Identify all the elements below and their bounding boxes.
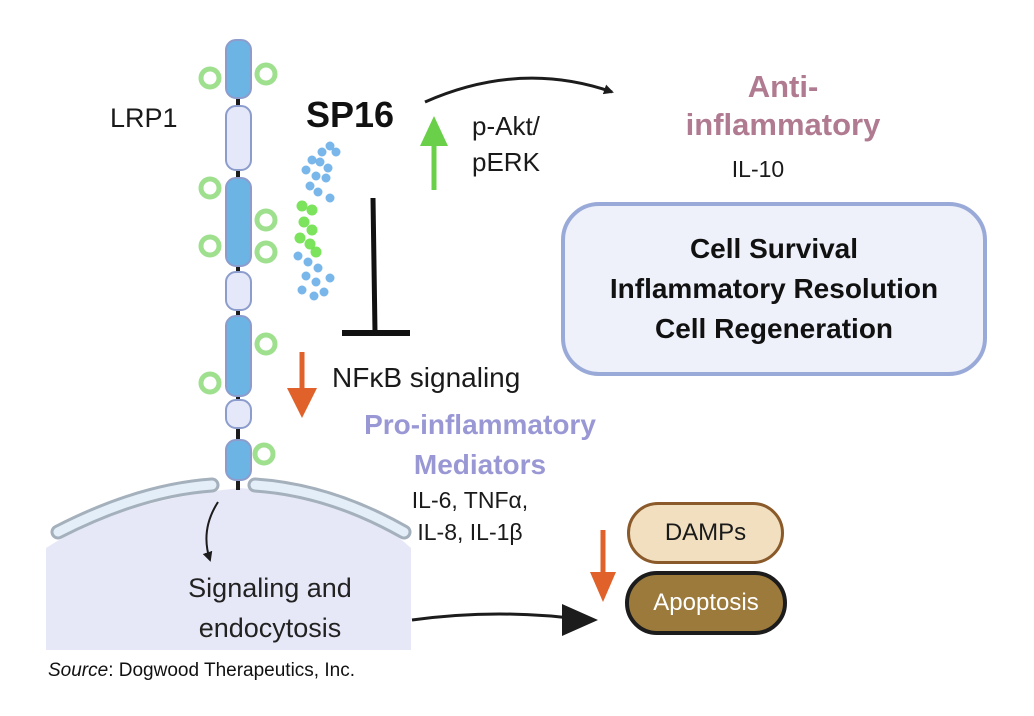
peptide-residue bbox=[305, 181, 315, 191]
pro-inflammatory-line2: Mediators bbox=[413, 449, 547, 480]
kinase-label-line1: p-Akt/ bbox=[472, 111, 540, 141]
source-prefix: Source bbox=[48, 660, 109, 681]
signaling-label: Signaling and endocytosis bbox=[160, 568, 380, 648]
outcome-line: Cell Survival bbox=[689, 233, 859, 264]
peptide-residue bbox=[313, 187, 323, 197]
peptide-residue bbox=[301, 165, 311, 175]
peptide-residue bbox=[310, 246, 322, 258]
apoptosis-pill: Apoptosis bbox=[625, 571, 787, 635]
peptide-residue bbox=[298, 216, 310, 228]
pro-inflammatory-line1: Pro-inflammatory bbox=[364, 409, 596, 440]
nfkb-label: NFκB signaling bbox=[332, 362, 521, 393]
outcomes-box: Cell Survival Inflammatory Resolution Ce… bbox=[561, 202, 987, 376]
curved-arrow-to-anti-inflammatory bbox=[424, 76, 614, 104]
down-arrow-icon-apoptosis bbox=[590, 530, 616, 602]
lrp1-label: LRP1 bbox=[110, 103, 178, 133]
pro-cytokines-label: IL-6, TNFα, IL-8, IL-1β bbox=[380, 484, 560, 548]
kinase-label-line2: pERK bbox=[472, 147, 540, 177]
anti-inflammatory-line2: inflammatory bbox=[685, 107, 881, 142]
down-arrow-icon bbox=[287, 352, 317, 418]
peptide-residue bbox=[309, 291, 319, 301]
membrane-left bbox=[53, 480, 217, 537]
arrow-to-apoptosis-head bbox=[562, 604, 598, 636]
peptide-residue bbox=[323, 163, 333, 173]
up-arrow-icon bbox=[420, 116, 448, 190]
source-text: : Dogwood Therapeutics, Inc. bbox=[108, 660, 355, 681]
anti-cytokine-label: IL-10 bbox=[731, 156, 785, 182]
cell-body bbox=[46, 548, 411, 650]
peptide-residue bbox=[297, 285, 307, 295]
outcome-line: Inflammatory Resolution bbox=[609, 273, 939, 304]
sp16-peptide-icon bbox=[293, 141, 341, 301]
pro-inflammatory-label: Pro-inflammatory Mediators bbox=[340, 405, 620, 485]
source-caption: Source: Dogwood Therapeutics, Inc. bbox=[48, 660, 355, 682]
peptide-residue bbox=[319, 287, 329, 297]
peptide-residue bbox=[301, 271, 311, 281]
peptide-residue bbox=[315, 157, 325, 167]
kinase-label: p-Akt/ pERK bbox=[472, 108, 540, 180]
inhibition-bar-icon bbox=[342, 197, 410, 336]
signaling-line1: Signaling and bbox=[188, 573, 352, 603]
peptide-residue bbox=[317, 147, 327, 157]
peptide-residue bbox=[313, 263, 323, 273]
peptide-residue bbox=[325, 193, 335, 203]
peptide-residue bbox=[321, 173, 331, 183]
sp16-label: SP16 bbox=[306, 94, 395, 135]
peptide-residue bbox=[311, 171, 321, 181]
pro-cytokines-line2: IL-8, IL-1β bbox=[417, 519, 523, 545]
anti-inflammatory-label: Anti- inflammatory bbox=[658, 68, 908, 144]
peptide-residue bbox=[293, 251, 303, 261]
peptide-residue bbox=[307, 155, 317, 165]
peptide-residue bbox=[303, 257, 313, 267]
membrane-right bbox=[250, 480, 409, 537]
arrow-to-apoptosis-shaft bbox=[411, 612, 586, 622]
peptide-residue bbox=[296, 200, 308, 212]
peptide-residue bbox=[294, 232, 306, 244]
peptide-residue bbox=[325, 141, 335, 151]
signaling-line2: endocytosis bbox=[198, 613, 342, 643]
peptide-residue bbox=[325, 273, 335, 283]
anti-inflammatory-line1: Anti- bbox=[747, 69, 819, 104]
peptide-residue bbox=[331, 147, 341, 157]
peptide-residue bbox=[306, 204, 318, 216]
curved-arrow-into-cell bbox=[202, 501, 219, 562]
pro-cytokines-line1: IL-6, TNFα, bbox=[411, 487, 529, 513]
lrp1-receptor-icon bbox=[198, 39, 278, 490]
peptide-residue bbox=[306, 224, 318, 236]
outcome-line: Cell Regeneration bbox=[654, 313, 894, 344]
damps-pill: DAMPs bbox=[627, 502, 784, 564]
peptide-residue bbox=[304, 238, 316, 250]
peptide-residue bbox=[311, 277, 321, 287]
